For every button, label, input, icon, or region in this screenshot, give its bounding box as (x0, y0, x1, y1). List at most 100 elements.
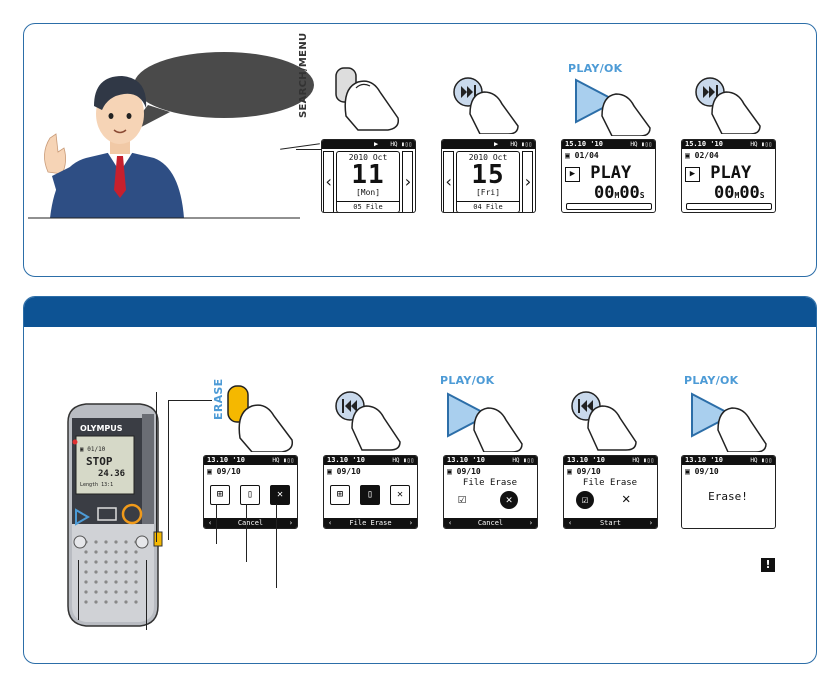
section-header-band (24, 297, 816, 327)
right-arrow-icon: › (528, 519, 533, 527)
second-unit: S (639, 191, 645, 200)
callout-line-cancel (276, 504, 277, 588)
recorder-lcd-length: Length 13:1 (80, 482, 114, 488)
right-arrow-icon: › (408, 519, 413, 527)
quality-battery: HQ ▮▯▯ (512, 457, 534, 464)
day-number: 11 (351, 160, 385, 190)
play-icon: ▶ (565, 167, 580, 182)
play-ok-button-finger-1[interactable] (444, 390, 534, 452)
rewind-button-finger-2[interactable] (566, 388, 646, 452)
play-indicator: ▶ (494, 140, 499, 148)
status-text: PLAY (590, 163, 632, 183)
folder-date: 13.10 '10 (567, 456, 605, 464)
forward-button-finger-2[interactable] (690, 74, 770, 134)
elapsed-time: 00M00S (594, 183, 645, 203)
lcd-calendar-screen-2: ▶HQ ▮▯▯ ‹ 2010 Oct 15 [Fri] 04 File › (441, 139, 536, 213)
erasing-message: Erase! (708, 490, 748, 503)
play-ok-button-finger-top[interactable] (572, 76, 662, 136)
quality-battery: HQ ▮▯▯ (392, 457, 414, 464)
play-ok-key-label-top: PLAY/OK (568, 62, 623, 75)
left-arrow-icon: ‹ (208, 519, 213, 527)
cancel-x-icon: ✕ (622, 491, 631, 507)
file-index: ▣ 09/10 (685, 467, 719, 476)
rewind-button-finger-1[interactable] (330, 388, 410, 452)
recorder-lcd-status: STOP (86, 455, 113, 468)
voice-recorder-device (67, 403, 163, 627)
file-index: ▣ 09/10 (207, 467, 241, 476)
left-arrow-icon: ‹ (328, 519, 333, 527)
file-index-value: 09/10 (216, 467, 241, 476)
file-index: ▣ 09/10 (327, 467, 361, 476)
lcd-calendar-screen-1: ▶HQ ▮▯▯ ‹ 2010 Oct 11 [Mon] 05 File › (321, 139, 416, 213)
lcd-erasing-screen: 13.10 '10 HQ ▮▯▯ ▣ 09/10 Erase! (681, 455, 776, 529)
callout-line-erase-h (168, 400, 212, 401)
file-erase-icon: ▯ (360, 485, 380, 505)
search-menu-button-finger[interactable] (328, 58, 408, 133)
folder-date: 13.10 '10 (207, 456, 245, 464)
callout-line-rewind (78, 560, 79, 620)
folder-date: 13.10 '10 (685, 456, 723, 464)
search-menu-key-label: SEARCH/MENU (298, 32, 309, 118)
file-index-value: 01/04 (574, 151, 599, 160)
calendar-card: 2010 Oct 15 [Fri] 04 File (456, 151, 520, 212)
folder-date: 13.10 '10 (447, 456, 485, 464)
quality-battery: HQ ▮▯▯ (632, 457, 654, 464)
confirm-check-icon: ☑ (458, 491, 467, 507)
seconds: 00 (739, 183, 760, 203)
elapsed-time: 00M00S (714, 183, 765, 203)
forward-button-finger-1[interactable] (448, 74, 528, 134)
file-index-value: 09/10 (336, 467, 361, 476)
dialog-title: File Erase (582, 478, 638, 488)
day-number: 15 (471, 160, 505, 190)
second-unit: S (759, 191, 765, 200)
year-month: 2010 Oct (468, 153, 508, 162)
quality-battery: HQ ▮▯▯ (750, 457, 772, 464)
right-arrow-icon: › (288, 519, 293, 527)
file-erase-icon: ▯ (240, 485, 260, 505)
exclamation-icon: ! (761, 558, 775, 572)
left-arrow-icon: ‹ (323, 151, 334, 212)
minutes: 00 (594, 183, 615, 203)
file-count: 04 File (457, 201, 519, 212)
folder-erase-icon: ⊞ (210, 485, 230, 505)
play-ok-key-label-2: PLAY/OK (684, 374, 739, 387)
file-count: 05 File (337, 201, 399, 212)
dialog-title: File Erase (462, 478, 518, 488)
file-index: ▣ 09/10 (567, 467, 601, 476)
file-index: ▣ 09/10 (447, 467, 481, 476)
lcd-file-erase-confirm-screen-2: 13.10 '10 HQ ▮▯▯ ▣ 09/10 File Erase ☑ ✕ ‹… (563, 455, 658, 529)
quality-battery: HQ ▮▯▯ (510, 141, 532, 148)
play-ok-button-finger-2[interactable] (688, 390, 778, 452)
play-indicator: ▶ (374, 140, 379, 148)
cancel-icon: ✕ (270, 485, 290, 505)
file-index-value: 09/10 (576, 467, 601, 476)
year-month: 2010 Oct (348, 153, 388, 162)
recorder-lcd-index: ▣ 01/10 (80, 446, 106, 453)
callout-line-ffwd (146, 560, 147, 630)
selection-label: Cancel (477, 519, 504, 527)
left-arrow-icon: ‹ (448, 519, 453, 527)
selection-label: File Erase (349, 519, 392, 527)
recorder-lcd-time: 24.36 (98, 469, 126, 479)
status-text: PLAY (710, 163, 752, 183)
erase-button-finger[interactable] (222, 382, 302, 452)
recorder-lcd-index-value: 01/10 (87, 446, 106, 453)
file-index: ▣ 01/04 (565, 151, 599, 160)
play-status: ▶ PLAY (565, 163, 631, 183)
file-index: ▣ 02/04 (685, 151, 719, 160)
weekday: [Fri] (475, 188, 501, 197)
folder-date: 15.10 '10 (685, 140, 723, 148)
minutes: 00 (714, 183, 735, 203)
seconds: 00 (619, 183, 640, 203)
left-arrow-icon: ‹ (568, 519, 573, 527)
selection-label: Start (599, 519, 622, 527)
folder-erase-icon: ⊞ (330, 485, 350, 505)
confirm-check-icon: ☑ (576, 491, 594, 509)
guide-character-illustration (28, 52, 314, 219)
right-arrow-icon: › (402, 151, 413, 212)
right-arrow-icon: › (522, 151, 533, 212)
